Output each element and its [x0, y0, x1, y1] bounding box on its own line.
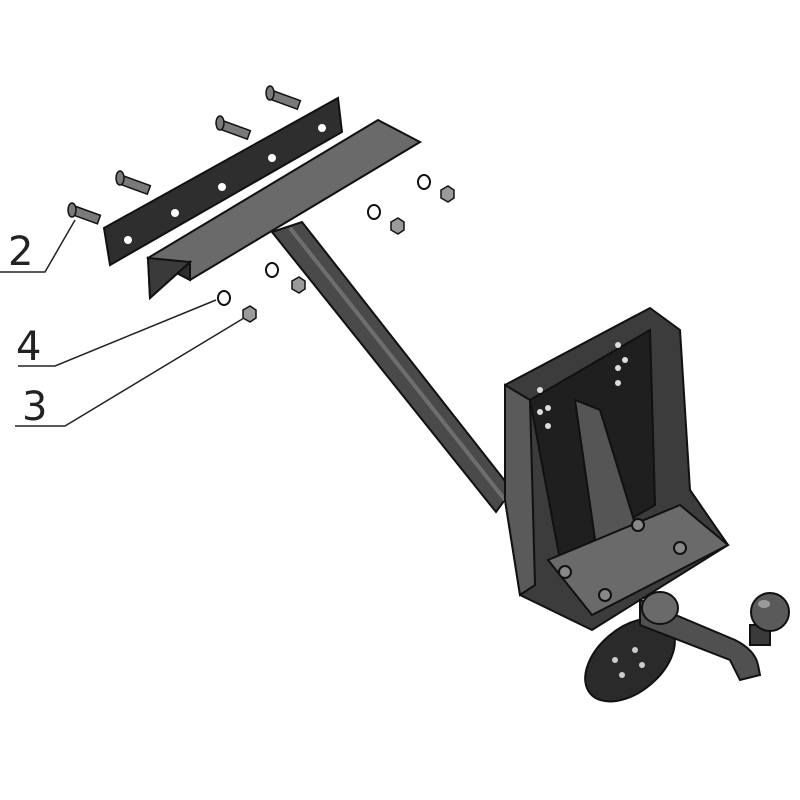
bolt	[115, 170, 152, 196]
callout-label: 4	[16, 324, 41, 370]
hitch-bracket	[504, 306, 730, 632]
callout-2: 2	[0, 219, 76, 275]
bolt	[67, 202, 102, 225]
tow-ball	[639, 591, 790, 682]
bolt	[265, 85, 302, 111]
angle-bracket	[145, 118, 423, 301]
callout-3: 3	[15, 317, 245, 430]
callout-label: 3	[22, 384, 47, 430]
washers	[217, 174, 431, 306]
bolts	[67, 85, 302, 225]
callout-4: 4	[16, 299, 217, 370]
callout-label: 2	[8, 229, 33, 275]
main-tube	[270, 220, 514, 514]
bolt	[215, 115, 252, 141]
mounting-strip-plate	[102, 96, 344, 267]
